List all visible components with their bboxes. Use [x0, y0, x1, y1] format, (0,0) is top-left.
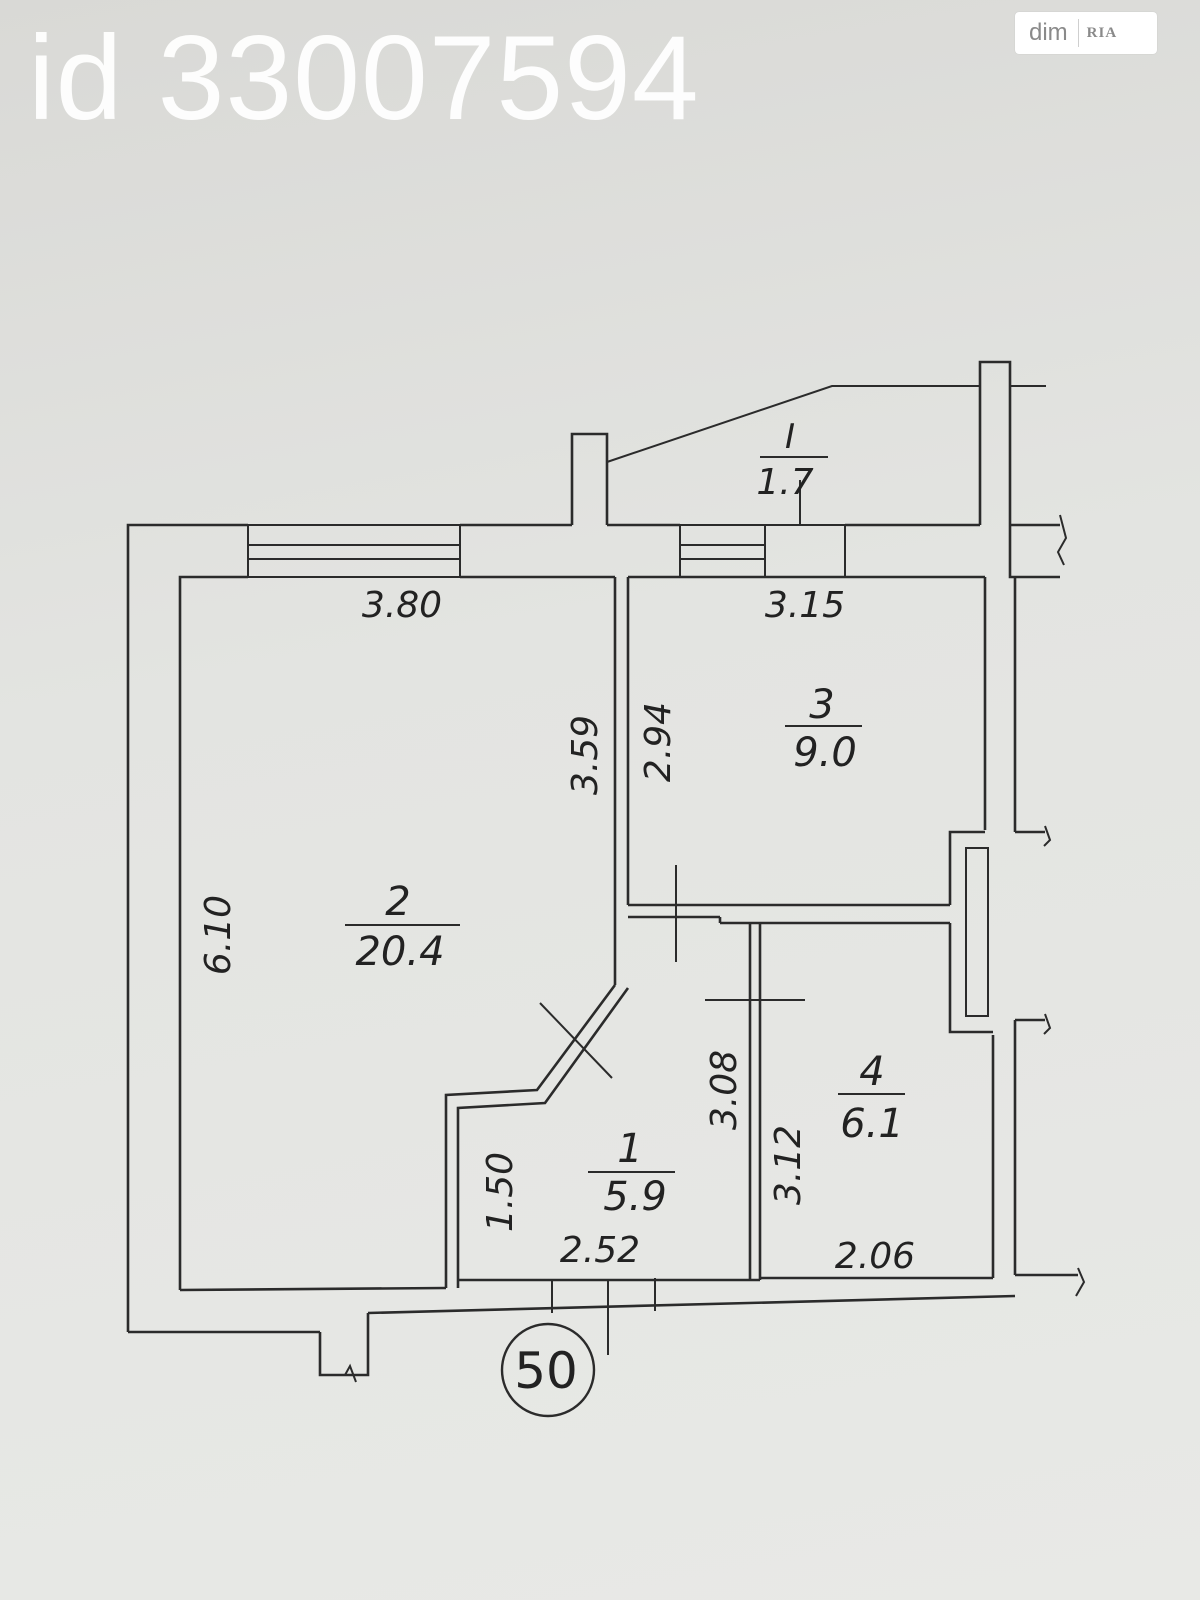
room-I-number: I — [785, 417, 795, 457]
apartment-number-stamp: 50 — [500, 1322, 596, 1418]
logo-ria-text: RIA — [1086, 24, 1118, 41]
room-2-area: 20.4 — [355, 929, 444, 975]
stamp-text: 50 — [514, 1342, 578, 1400]
listing-id-watermark: id 33007594 — [28, 11, 700, 145]
exterior-walls — [126, 360, 1086, 1383]
room-I-area: 1.7 — [756, 462, 813, 503]
dim-ria-logo[interactable]: dim RIA — [1015, 12, 1157, 54]
room-label-2: 2 20.4 — [345, 879, 460, 975]
room-1-area: 5.9 — [603, 1174, 667, 1220]
dim-room2-width: 3.80 — [362, 585, 442, 626]
room-4-number: 4 — [859, 1049, 884, 1095]
room-label-I: I 1.7 — [756, 417, 828, 503]
dim-room4-height: 3.12 — [768, 1125, 809, 1205]
door-marks — [539, 480, 805, 1355]
room-label-3: 3 9.0 — [785, 682, 862, 776]
room-4-area: 6.1 — [840, 1101, 904, 1147]
room-label-4: 4 6.1 — [838, 1049, 905, 1147]
room-1-number: 1 — [617, 1126, 642, 1172]
dim-room3-height: 2.94 — [638, 702, 679, 782]
logo-dim-text: dim — [1029, 19, 1068, 46]
room-3-number: 3 — [809, 682, 834, 728]
dim-room3-width: 3.15 — [765, 585, 845, 626]
windows — [247, 524, 989, 1313]
balcony — [606, 385, 980, 463]
logo-separator — [1077, 19, 1079, 47]
room-2-number: 2 — [385, 879, 410, 925]
dim-room2-height: 6.10 — [198, 895, 239, 975]
dim-room1-short: 1.50 — [480, 1152, 521, 1232]
dim-room2-inner: 3.59 — [565, 715, 606, 795]
room-label-1: 1 5.9 — [588, 1126, 675, 1220]
dim-room4-width: 2.06 — [835, 1236, 915, 1277]
room-3-area: 9.0 — [793, 730, 857, 776]
room-labels: I 1.7 3 9.0 2 20.4 1 5.9 4 6.1 — [345, 417, 905, 1220]
dimension-labels: 3.80 3.15 2.52 2.06 6.10 3.59 2.94 3.08 … — [198, 585, 915, 1277]
interior-walls — [444, 577, 993, 1288]
dim-room1-height: 3.08 — [704, 1050, 745, 1130]
dim-room1-width: 2.52 — [560, 1230, 640, 1271]
